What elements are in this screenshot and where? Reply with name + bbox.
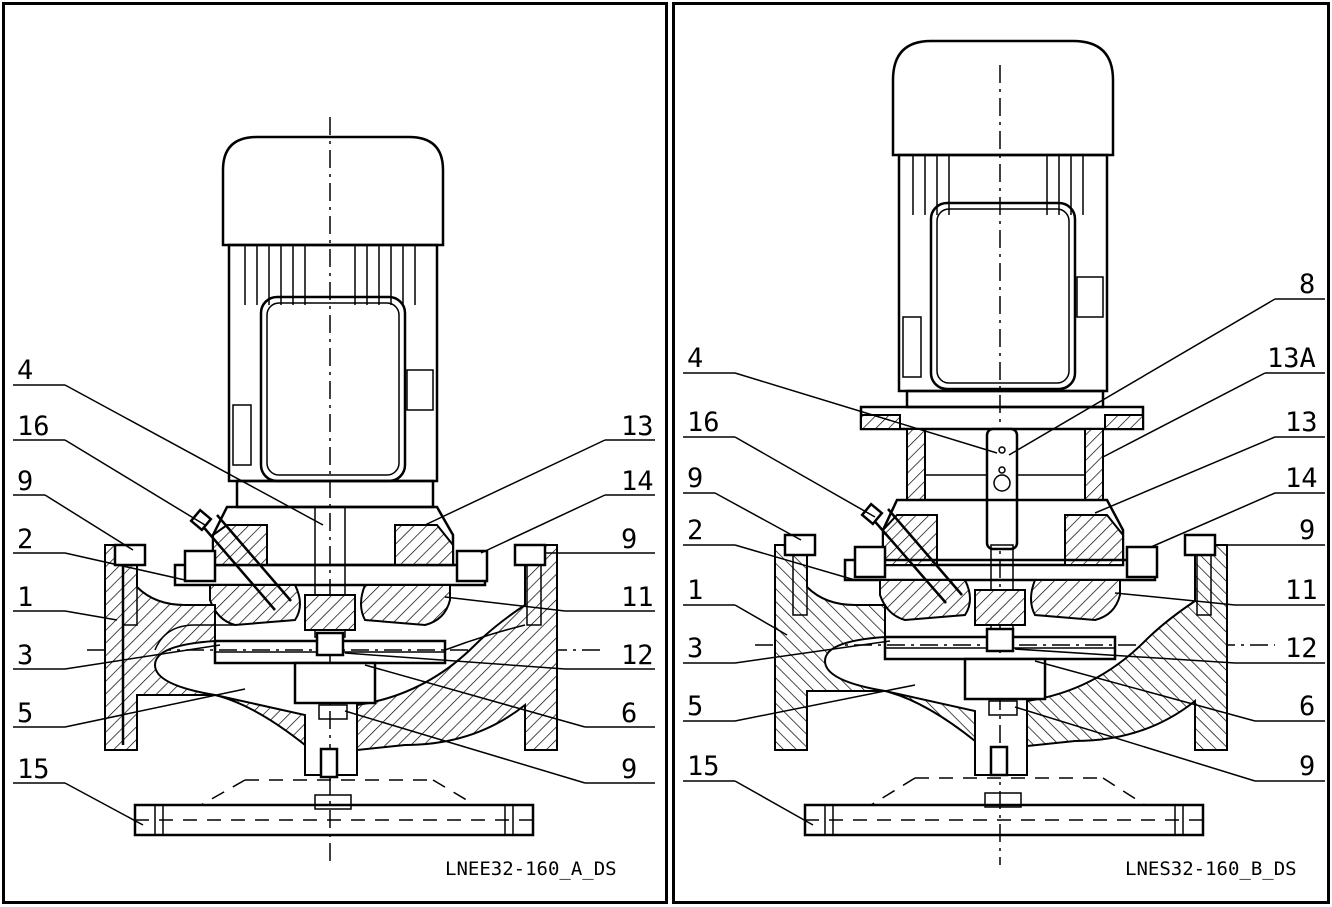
callout-label: 11 [621, 582, 654, 613]
bottom-plug [318, 704, 348, 720]
callout-label: 1 [687, 575, 703, 606]
callout-label: 2 [687, 515, 703, 546]
drawing-caption: LNES32-160_B_DS [1125, 858, 1297, 880]
pump-drawing-a: 4 16 9 2 1 3 5 15 13 14 9 11 12 6 9 LNEE… [13, 117, 655, 880]
bearing-housing [963, 657, 1047, 701]
pump-drawing-b: 4 16 9 2 1 3 5 15 8 13A 13 14 9 11 12 6 … [683, 39, 1325, 880]
callout-label: 8 [1299, 269, 1315, 300]
mechanical-seal [974, 589, 1026, 626]
callout-label: 15 [687, 751, 720, 782]
terminal-box [929, 201, 1077, 391]
drawing-panel-b: 4 16 9 2 1 3 5 15 8 13A 13 14 9 11 12 6 … [672, 2, 1330, 904]
lantern-wall-right [1084, 428, 1104, 501]
callout-label: 4 [17, 355, 33, 386]
callout-label: 13 [1285, 407, 1318, 438]
leader-lines-left [13, 384, 324, 826]
mechanical-seal [304, 594, 356, 631]
leader-lines-left [683, 372, 998, 826]
drain-plug-right [526, 564, 542, 626]
callout-label: 9 [1299, 751, 1315, 782]
motor-fan-cover [221, 135, 445, 247]
drain-plug-right [1196, 554, 1212, 616]
callout-label: 12 [621, 640, 654, 671]
leader-lines-right [1008, 298, 1325, 782]
callout-label: 3 [687, 633, 703, 664]
callout-label: 9 [17, 466, 33, 497]
callout-label: 15 [17, 754, 50, 785]
pump-casing [104, 544, 558, 776]
cable-gland [1076, 276, 1104, 318]
cable-gland [406, 369, 434, 411]
callout-label: 13 [621, 411, 654, 442]
callout-label: 3 [17, 640, 33, 671]
callout-label: 13A [1267, 343, 1316, 374]
callout-label: 6 [621, 698, 637, 729]
motor-cooling-fins [244, 245, 416, 305]
drain-plug-left [792, 554, 808, 616]
callout-label: 9 [687, 463, 703, 494]
callout-label: 4 [687, 343, 703, 374]
callout-label: 16 [687, 407, 720, 438]
casing-cover-left [879, 579, 971, 622]
callout-label: 9 [1299, 515, 1315, 546]
callout-label: 16 [17, 411, 50, 442]
shaft-coupling [985, 427, 1019, 551]
callout-label: 5 [687, 691, 703, 722]
base-support [803, 777, 1205, 837]
leader-lines-right [344, 439, 655, 784]
casing-cover-right [360, 584, 451, 627]
air-vent-valve [189, 508, 292, 611]
base-support [133, 779, 535, 837]
drawing-caption: LNEE32-160_A_DS [445, 858, 617, 880]
casing-cover-left [209, 584, 301, 627]
callout-label: 2 [17, 524, 33, 555]
callout-label: 1 [17, 582, 33, 613]
lantern-flange [859, 405, 1145, 431]
bearing-housing [293, 661, 377, 705]
drain-plug-left [122, 564, 138, 626]
callout-label: 6 [1299, 691, 1315, 722]
callout-label: 9 [621, 754, 637, 785]
motor-flange [905, 389, 1105, 409]
callout-label: 14 [621, 466, 654, 497]
air-vent-valve [860, 502, 963, 604]
callout-label: 12 [1285, 633, 1318, 664]
pump-casing [774, 544, 1228, 776]
callout-label: 5 [17, 698, 33, 729]
drawing-panel-a: 4 16 9 2 1 3 5 15 13 14 9 11 12 6 9 LNEE… [2, 2, 668, 904]
callout-label: 11 [1285, 575, 1318, 606]
callout-label: 14 [1285, 463, 1318, 494]
bottom-plug [988, 700, 1018, 716]
motor-fan-cover [891, 39, 1115, 157]
callout-label: 9 [621, 524, 637, 555]
terminal-box [259, 295, 407, 483]
casing-cover-right [1030, 579, 1121, 622]
lantern-wall-left [906, 428, 926, 501]
